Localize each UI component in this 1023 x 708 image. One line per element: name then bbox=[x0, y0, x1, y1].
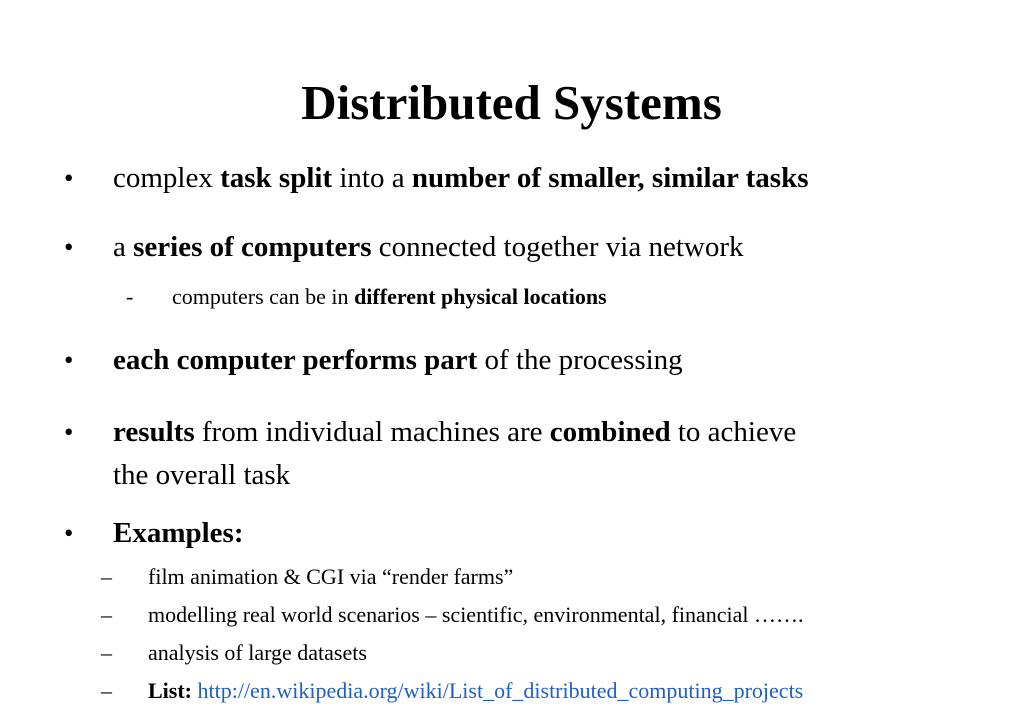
bullet-item-series-of-computers: a series of computers connected together… bbox=[113, 226, 744, 269]
bullet-icon: • bbox=[64, 417, 74, 447]
bold-run: combined bbox=[549, 416, 671, 448]
bullet-item-examples: Examples: bbox=[113, 512, 244, 555]
example-item-datasets: analysis of large datasets bbox=[148, 640, 367, 665]
bold-run: results bbox=[113, 416, 195, 448]
text-run: computers can be in bbox=[172, 284, 355, 309]
bullet-item-results-combined: results from individual machines are com… bbox=[113, 411, 796, 454]
text-run: from individual machines are bbox=[194, 416, 550, 448]
bold-run: Examples: bbox=[113, 517, 244, 549]
list-label: List: bbox=[148, 678, 192, 703]
bold-run: each computer performs part bbox=[113, 344, 478, 376]
bold-run: task split bbox=[220, 162, 333, 194]
slide-title: Distributed Systems bbox=[301, 75, 722, 130]
endash-icon: – bbox=[101, 602, 112, 627]
bold-run: different physical locations bbox=[354, 284, 607, 309]
dash-icon: - bbox=[126, 284, 134, 309]
text-run: of the processing bbox=[477, 344, 683, 376]
endash-icon: – bbox=[101, 564, 112, 589]
text-run: connected together via network bbox=[371, 231, 744, 263]
example-item-list: List: http://en.wikipedia.org/wiki/List_… bbox=[148, 676, 803, 706]
text-run: to achieve bbox=[670, 416, 797, 448]
text-run: a bbox=[113, 231, 134, 263]
endash-icon: – bbox=[101, 640, 112, 665]
bullet-icon: • bbox=[64, 518, 74, 548]
example-item-modelling: modelling real world scenarios – scienti… bbox=[148, 602, 804, 627]
bold-run: number of smaller, similar tasks bbox=[411, 162, 809, 194]
example-item-render-farms: film animation & CGI via “render farms” bbox=[148, 564, 514, 589]
text-run: into a bbox=[332, 162, 412, 194]
bullet-icon: • bbox=[64, 345, 74, 375]
wikipedia-link[interactable]: http://en.wikipedia.org/wiki/List_of_dis… bbox=[197, 678, 804, 703]
endash-icon: – bbox=[101, 678, 112, 703]
sub-item-physical-locations: computers can be in different physical l… bbox=[172, 282, 607, 312]
bullet-item-task-split: complex task split into a number of smal… bbox=[113, 157, 809, 200]
text-run: complex bbox=[113, 162, 221, 194]
bullet-icon: • bbox=[64, 232, 74, 262]
bold-run: series of computers bbox=[133, 231, 372, 263]
bullet-icon: • bbox=[64, 163, 74, 193]
bullet-item-each-computer: each computer performs part of the proce… bbox=[113, 339, 683, 382]
bullet-item-results-combined-line2: the overall task bbox=[113, 459, 291, 491]
